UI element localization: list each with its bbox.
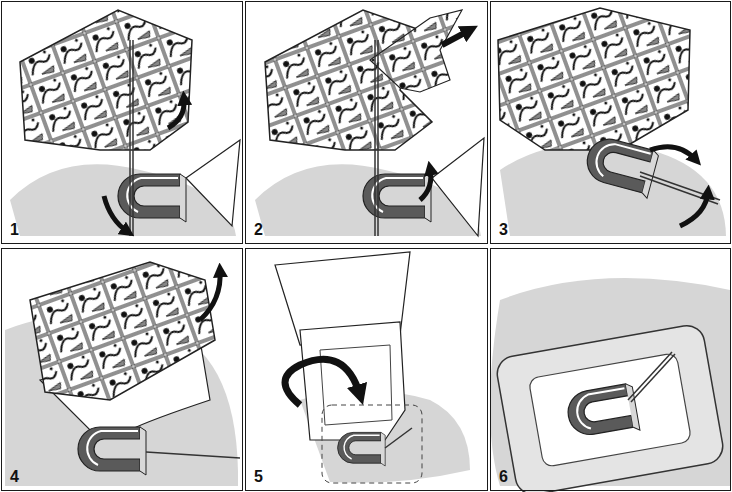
dressing-sheet [30,262,215,400]
step-panel: 6 [490,248,731,491]
peeled-liner [370,10,462,92]
action-arrow [442,30,470,45]
catheter [146,452,240,458]
securement-device [581,134,659,198]
step-panel: 3 [490,1,731,244]
step-2-art [255,10,484,236]
release-liner [186,140,240,226]
securement-device [338,432,386,466]
step-5-art [275,252,470,483]
catheter [129,40,131,236]
step-number: 1 [10,222,19,238]
step-number: 2 [254,222,263,238]
placement-outline [322,405,422,483]
catheter [631,354,675,402]
applied-dressing [494,323,725,492]
release-liner [432,138,484,236]
step-panel: 4 [1,248,243,491]
step-4-art [5,262,240,486]
catheter [374,40,376,236]
catheter [377,40,379,236]
step-number: 6 [499,469,508,485]
dressing-sheet [498,8,690,150]
shadow [500,143,726,236]
step-panel: 5 [245,248,488,491]
step-number: 5 [254,469,263,485]
step-panel: 2 [245,1,488,244]
catheter [132,40,134,236]
securement-device [565,383,640,442]
action-arrow [104,196,128,232]
action-arrow [200,270,220,320]
step-6-art [490,278,730,492]
catheter [628,352,672,400]
step-panel: 1 [1,1,243,244]
step-1-art [10,10,240,236]
action-arrow [168,98,184,128]
action-arrow [285,359,360,405]
dressing-sheet [20,10,192,150]
step-number: 4 [10,469,19,485]
catheter [385,428,412,448]
securement-device [78,427,146,475]
dressing-window [528,353,691,468]
action-arrow [650,147,696,160]
securement-device [118,174,186,222]
step-number: 3 [499,222,508,238]
step-3-art [498,8,726,236]
action-arrow [680,192,708,226]
action-arrow [420,168,431,200]
